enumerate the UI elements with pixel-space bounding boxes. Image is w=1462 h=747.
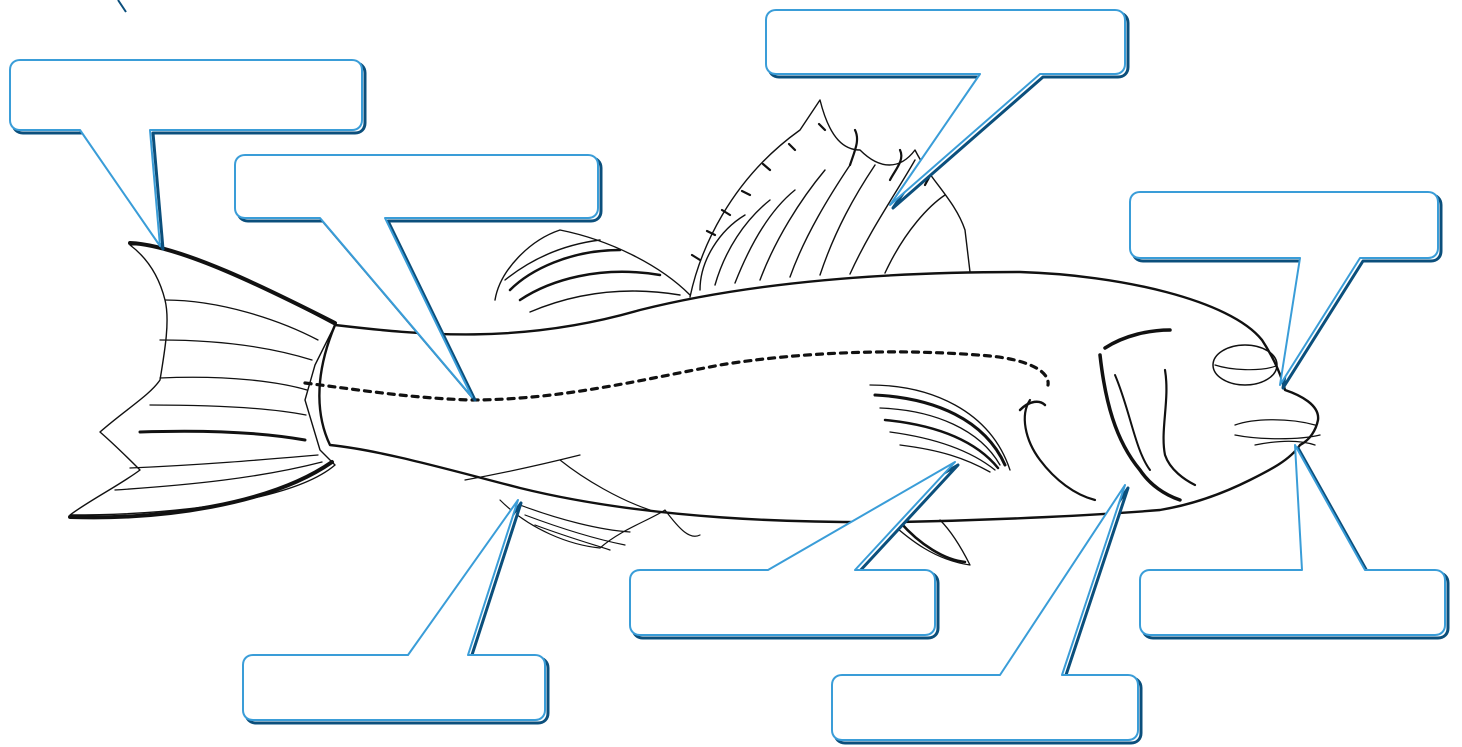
pelvic-fin	[889, 519, 971, 566]
eye	[1212, 344, 1278, 386]
callout-lateral-line[interactable]	[234, 154, 603, 402]
callout-anal-fin[interactable]	[242, 499, 550, 725]
callout-eye[interactable]	[1129, 191, 1443, 390]
caudal-fin	[68, 241, 337, 520]
head	[1018, 328, 1197, 502]
fish-illustration	[68, 99, 1321, 566]
body-outline	[318, 270, 1320, 524]
callout-mouth[interactable]	[1139, 444, 1450, 640]
callout-dorsal-fin[interactable]	[765, 9, 1130, 210]
anal-fin	[464, 454, 701, 551]
soft-dorsal-fin	[494, 229, 691, 313]
corner-mark	[117, 0, 127, 13]
pectoral-fin	[869, 384, 1011, 473]
lateral-line	[303, 350, 1050, 402]
callout-pectoral-fin[interactable]	[629, 461, 960, 640]
callout-caudal-fin[interactable]	[9, 59, 367, 251]
dorsal-fin	[689, 99, 971, 298]
callout-gill-cover[interactable]	[831, 484, 1143, 745]
gill-cover	[1098, 328, 1182, 502]
callouts	[9, 0, 1450, 745]
mouth	[1234, 419, 1321, 446]
